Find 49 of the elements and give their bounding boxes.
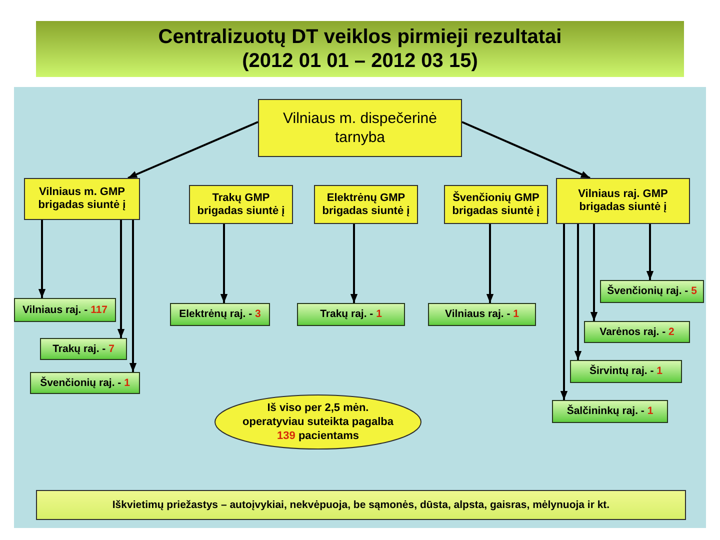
result-box bbox=[170, 303, 270, 326]
result-label: Širvintų raj. - 1 bbox=[590, 365, 662, 378]
arrow bbox=[220, 224, 228, 303]
result-label: Elektrėnų raj. - 3 bbox=[179, 308, 261, 321]
result-box bbox=[14, 298, 116, 322]
result-box bbox=[600, 280, 704, 303]
result-box bbox=[584, 321, 690, 343]
arrow bbox=[560, 224, 568, 400]
summary-text: Iš viso per 2,5 mėn. operatyviau suteikta pagalba 139 pacientams bbox=[242, 401, 394, 443]
result-box bbox=[428, 303, 536, 326]
process-box bbox=[258, 99, 462, 157]
box-label: Vilniaus m. dispečerinė tarnyba bbox=[283, 109, 437, 147]
process-box bbox=[556, 178, 690, 224]
arrow bbox=[350, 224, 358, 303]
note-box bbox=[36, 490, 686, 520]
result-label: Šalčininkų raj. - 1 bbox=[566, 405, 654, 418]
arrow bbox=[646, 224, 654, 280]
result-label: Švenčionių raj. - 1 bbox=[40, 376, 130, 390]
result-box bbox=[40, 338, 127, 360]
box-label: Vilniaus raj. GMP brigadas siuntė į bbox=[577, 188, 669, 214]
result-box bbox=[30, 372, 140, 394]
note-text: Iškvietimų priežastys – autoįvykiai, nekvėpuoja, be sąmonės, dūsta, alpsta, gaisras, mėlynuoja ir kt. bbox=[112, 498, 610, 512]
arrow bbox=[574, 224, 582, 360]
process-box bbox=[24, 178, 140, 220]
box-label: Vilniaus m. GMP brigadas siuntė į bbox=[37, 186, 127, 212]
result-box bbox=[552, 400, 668, 423]
result-box bbox=[570, 360, 682, 383]
arrow bbox=[590, 224, 598, 321]
process-box bbox=[189, 185, 293, 224]
result-box bbox=[297, 303, 405, 326]
summary-ellipse bbox=[214, 394, 422, 450]
box-label: Švenčionių GMP brigadas siuntė į bbox=[451, 192, 541, 218]
result-label: Vilniaus raj. - 1 bbox=[445, 308, 519, 321]
box-label: Elektrėnų GMP brigadas siuntė į bbox=[321, 192, 411, 218]
result-label: Varėnos raj. - 2 bbox=[600, 326, 674, 338]
arrow bbox=[129, 220, 137, 372]
result-label: Švenčionių raj. - 5 bbox=[607, 285, 697, 298]
arrow bbox=[117, 220, 125, 338]
arrow bbox=[486, 224, 494, 303]
title-text: Centralizuotų DT veiklos pirmieji rezultatai (2012 01 01 – 2012 03 15) bbox=[157, 25, 563, 73]
result-label: Trakų raj. - 1 bbox=[320, 308, 382, 321]
result-label: Trakų raj. - 7 bbox=[52, 342, 114, 356]
arrow bbox=[462, 121, 590, 179]
box-label: Trakų GMP brigadas siuntė į bbox=[196, 192, 286, 218]
arrow bbox=[128, 121, 258, 179]
process-box bbox=[444, 185, 548, 224]
arrow bbox=[38, 220, 46, 298]
process-box bbox=[314, 185, 418, 224]
result-label: Vilniaus raj. - 117 bbox=[22, 304, 108, 316]
